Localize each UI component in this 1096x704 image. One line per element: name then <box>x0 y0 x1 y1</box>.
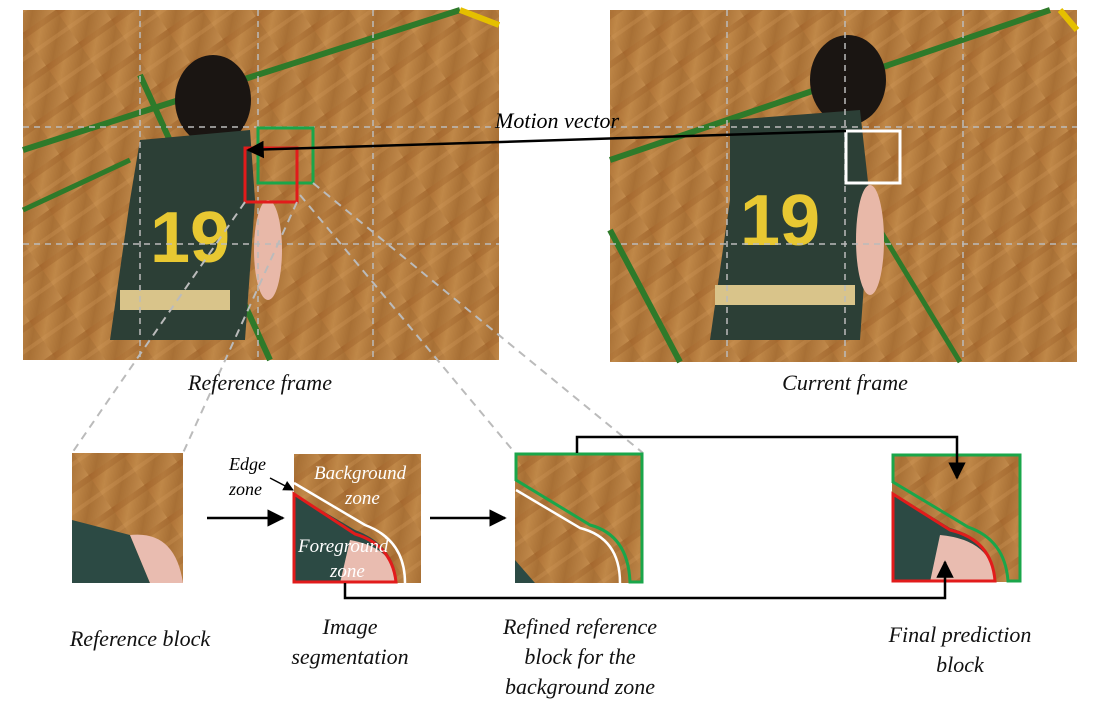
segmentation-label-line: Image <box>322 614 378 639</box>
svg-text:Background: Background <box>314 463 407 484</box>
motion-vector-arrow <box>246 129 847 159</box>
refined-label-line: Refined reference <box>502 614 658 639</box>
zoom-lines <box>71 182 644 454</box>
svg-text:zone: zone <box>329 561 365 582</box>
reference-frame-image: 19 <box>21 7 501 362</box>
player-jersey <box>110 130 255 340</box>
final-prediction-label: Final prediction block <box>860 620 1060 680</box>
refined-block-image <box>514 452 644 584</box>
svg-text:zone: zone <box>228 479 262 499</box>
final-prediction-block-image <box>891 453 1022 583</box>
final-label-line: block <box>936 652 984 677</box>
edge-zone-label: Edge <box>228 454 266 474</box>
final-label-line: Final prediction <box>888 622 1032 647</box>
segmentation-label-line: segmentation <box>291 644 409 669</box>
jersey-number-current: 19 <box>740 181 820 261</box>
motion-vector-label: Motion vector <box>494 108 619 133</box>
refined-label-line: background zone <box>504 674 656 699</box>
foreground-connector <box>343 560 954 600</box>
refined-label-line: block for the <box>524 644 636 669</box>
current-frame-label: Current frame <box>782 370 908 395</box>
segmentation-image: Background zone Foreground zone <box>292 454 421 584</box>
background-connector <box>575 435 966 480</box>
grid-lines <box>23 10 499 360</box>
reference-block-box <box>243 146 299 204</box>
player-head <box>175 55 251 145</box>
current-block-box <box>844 129 902 185</box>
refined-block-label: Refined reference block for the backgrou… <box>475 612 685 702</box>
segmentation-label: Image segmentation <box>270 612 430 672</box>
reference-frame-label: Reference frame <box>188 370 332 395</box>
svg-text:zone: zone <box>344 488 380 509</box>
reference-block-label: Reference block <box>69 626 211 651</box>
reference-block-image <box>72 453 183 583</box>
jersey-number: 19 <box>150 198 230 278</box>
svg-text:Foreground: Foreground <box>297 536 389 557</box>
current-frame-image: 19 <box>607 7 1080 364</box>
